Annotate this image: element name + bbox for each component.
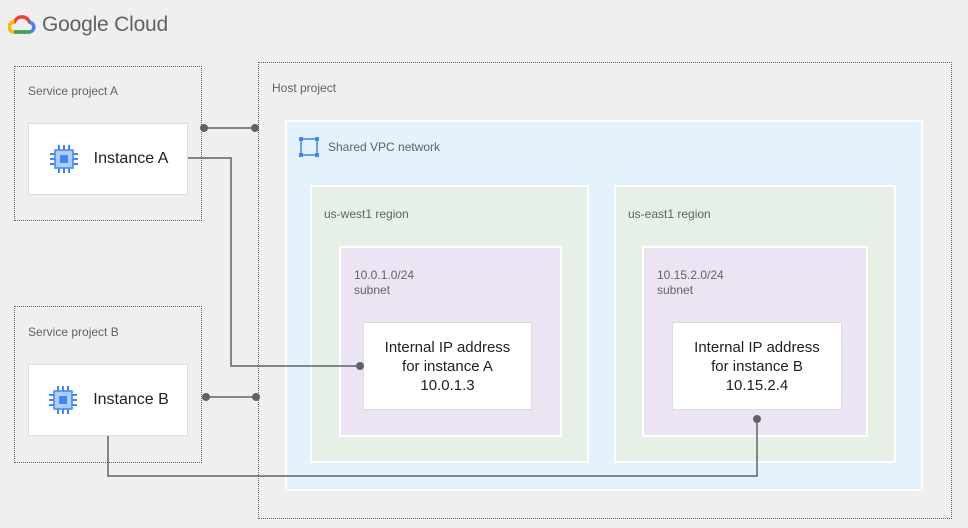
instance-a-label: Instance A (93, 150, 169, 167)
internal-ip-box-b: Internal IP address for instance B 10.15… (672, 322, 842, 410)
google-cloud-logo: Google Cloud (8, 10, 168, 40)
host-project-label: Host project (272, 81, 337, 95)
subnet-word: subnet (657, 283, 694, 297)
ip-box-line: Internal IP address (384, 338, 511, 356)
subnet-word: subnet (354, 283, 391, 297)
ip-box-line: for instance A (402, 357, 493, 375)
instance-b-card[interactable]: Instance B (28, 364, 188, 436)
ip-address-b: 10.15.2.4 (725, 376, 789, 394)
vpc-network-icon (299, 137, 319, 157)
service-project-b-label: Service project B (28, 325, 119, 339)
subnet-us-west1-text: 10.0.1.0/24 subnet (354, 268, 414, 298)
google-cloud-logo-icon (8, 15, 36, 34)
ip-box-line: for instance B (711, 357, 803, 375)
internal-ip-box-a: Internal IP address for instance A 10.0.… (363, 322, 532, 410)
service-project-a-label: Service project A (28, 84, 119, 98)
ip-box-line: Internal IP address (694, 338, 820, 356)
compute-chip-icon (49, 145, 78, 173)
region-us-east1-label: us-east1 region (628, 207, 711, 221)
compute-chip-icon (49, 386, 78, 414)
logo-text: Google Cloud (42, 13, 169, 36)
instance-b-label: Instance B (93, 391, 169, 408)
instance-a-card[interactable]: Instance A (28, 123, 188, 195)
region-us-west1-label: us-west1 region (324, 207, 409, 221)
connector-dot (202, 393, 210, 401)
subnet-cidr: 10.15.2.0/24 (657, 268, 724, 282)
vpc-header: Shared VPC network (298, 136, 440, 158)
vpc-label: Shared VPC network (328, 140, 441, 154)
subnet-us-east1-text: 10.15.2.0/24 subnet (657, 268, 724, 298)
subnet-cidr: 10.0.1.0/24 (354, 268, 415, 282)
ip-address-a: 10.0.1.3 (420, 376, 475, 394)
service-project-a-box (14, 66, 202, 221)
